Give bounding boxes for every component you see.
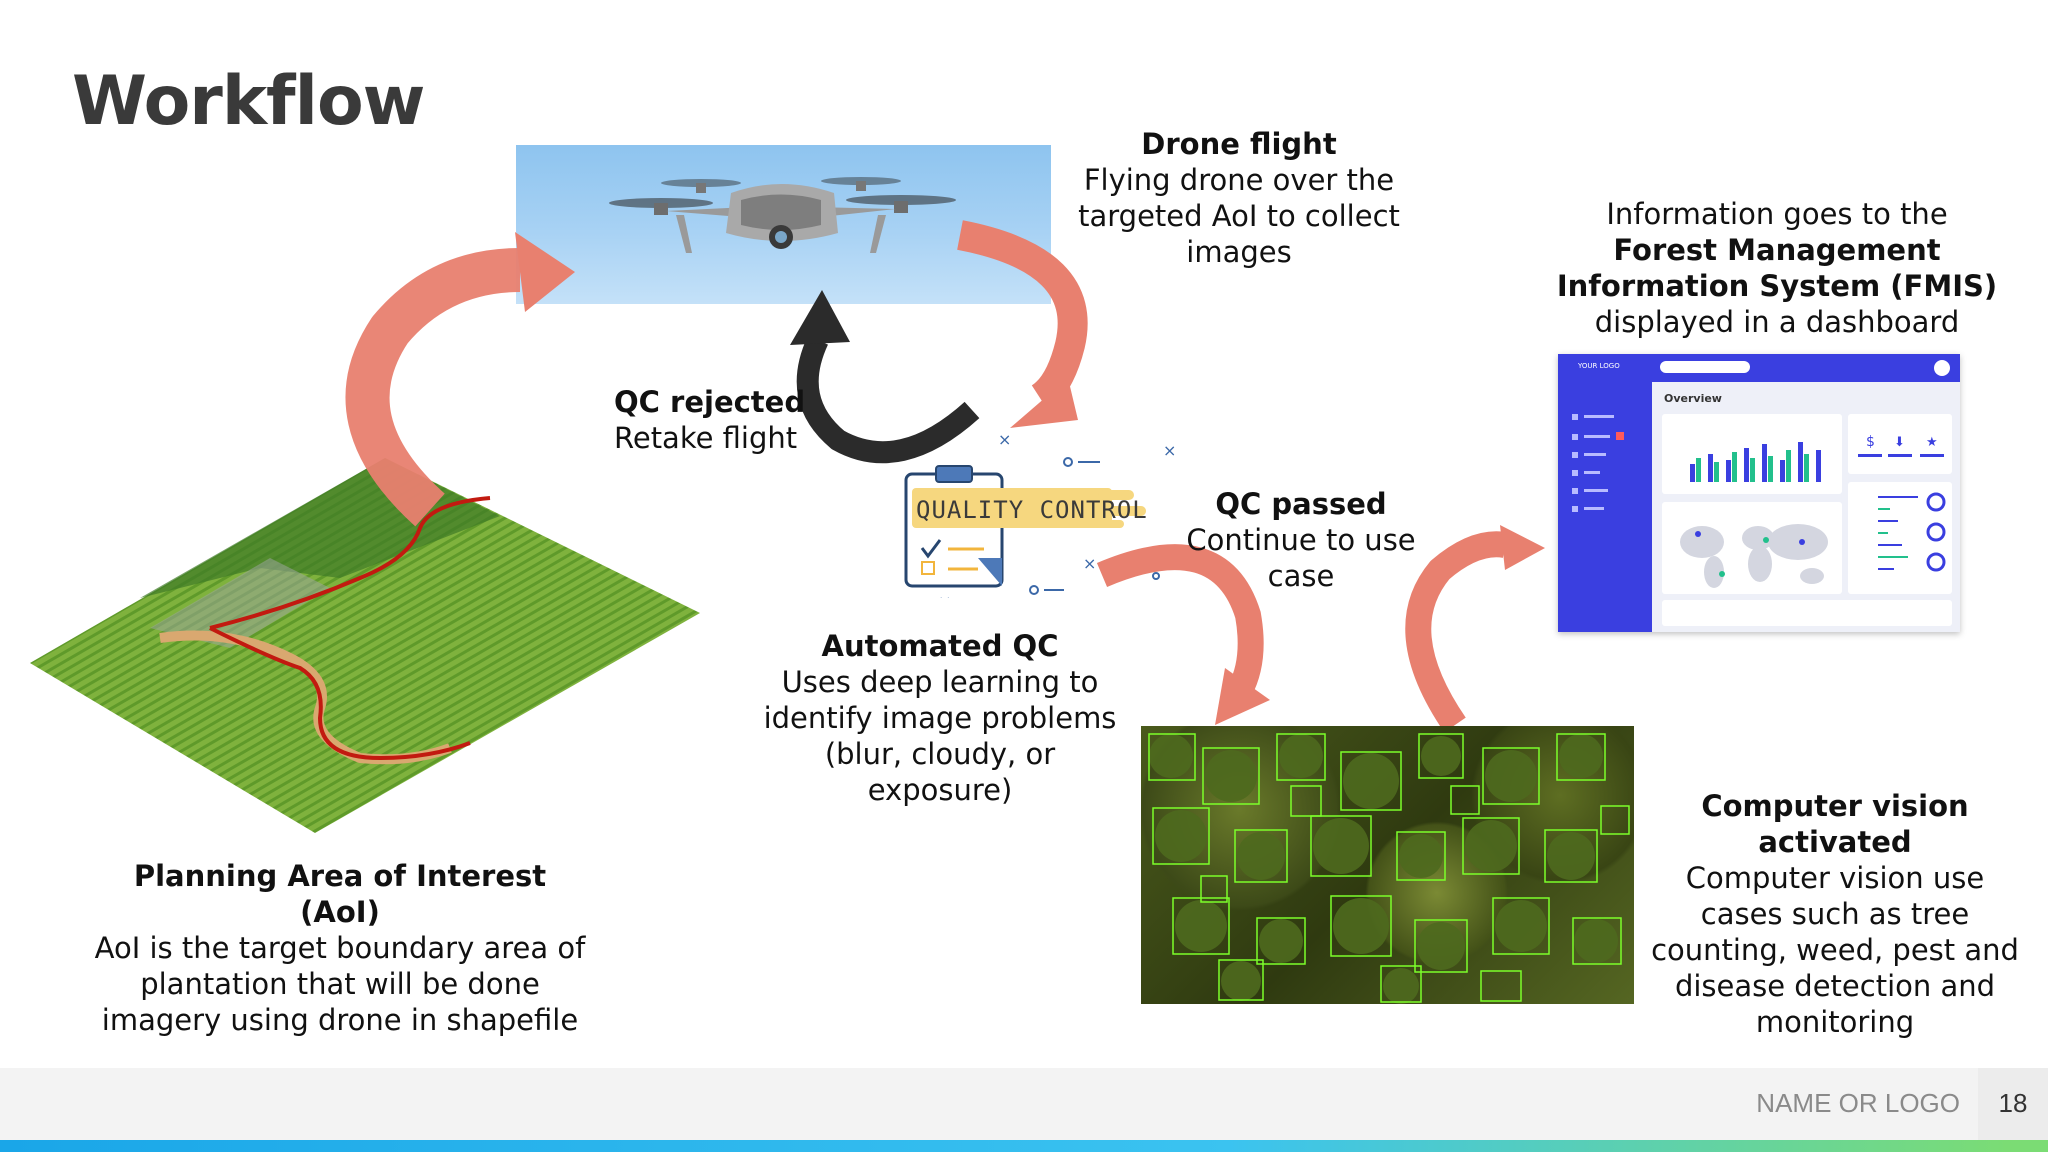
computer-vision-photo: [1141, 726, 1634, 1004]
dashboard-search: [1660, 361, 1750, 373]
qc-rejected-body: Retake flight: [614, 421, 798, 455]
dashboard-bar-chart: [1662, 414, 1842, 494]
arrow-aoi-to-drone: [345, 248, 521, 527]
fmis-text-post: displayed in a dashboard: [1594, 305, 1960, 339]
arrow-cv-to-dashboard-head: [1500, 525, 1545, 570]
dashboard-avatar: [1934, 360, 1950, 376]
footer-accent-line: [0, 1140, 2048, 1152]
planning-body: AoI is the target boundary area of plant…: [94, 931, 586, 1037]
arrow-drone-to-qc-head: [1010, 378, 1078, 428]
arrow-aoi-to-drone-head: [515, 232, 575, 312]
page-number-box: [1978, 1068, 2048, 1140]
dashboard-list-card: [1848, 482, 1952, 594]
planning-heading: Planning Area of Interest (AoI): [133, 859, 547, 929]
planning-caption: Planning Area of Interest (AoI) AoI is t…: [90, 858, 590, 1038]
svg-text:×: ×: [1163, 441, 1176, 460]
tree-detection-boxes: [1148, 733, 1630, 1004]
svg-text:$: $: [1866, 434, 1875, 450]
quality-control-label: QUALITY CONTROL: [916, 496, 1148, 524]
svg-text:×: ×: [1083, 554, 1096, 573]
slide-title: Workflow: [72, 62, 425, 141]
footer-bar: [0, 1068, 2048, 1140]
page-number: 18: [1998, 1088, 2028, 1118]
arrow-drone-to-qc: [957, 220, 1088, 411]
qc-passed-heading: QC passed: [1215, 487, 1387, 521]
computer-vision-caption: Computer vision activated Computer visio…: [1650, 788, 2020, 1040]
qc-passed-body: Continue to use case: [1186, 523, 1416, 593]
dashboard-logo: YOUR LOGO: [1578, 362, 1620, 370]
computer-vision-heading: Computer vision activated: [1701, 789, 1969, 859]
drone-flight-heading: Drone flight: [1141, 127, 1337, 161]
fmis-text-bold: Forest Management Information System (FM…: [1556, 233, 1998, 303]
svg-text:⬇: ⬇: [1894, 435, 1905, 450]
dashboard-map-card: [1662, 502, 1842, 594]
automated-qc-heading: Automated QC: [821, 629, 1059, 663]
svg-text:★: ★: [1926, 435, 1938, 450]
fmis-caption: Information goes to the Forest Managemen…: [1554, 196, 2000, 340]
arrow-qc-to-cv: [1096, 544, 1264, 697]
automated-qc-body: Uses deep learning to identify image pro…: [763, 665, 1117, 807]
svg-text:×: ×: [938, 592, 951, 598]
quality-control-icon: × × × × QUALITY CONTROL: [898, 428, 1198, 611]
fmis-text-pre: Information goes to the: [1606, 197, 1948, 231]
computer-vision-body: Computer vision use cases such as tree c…: [1651, 861, 2019, 1039]
dashboard-footer-card: [1662, 600, 1952, 626]
drone-flight-body: Flying drone over the targeted AoI to co…: [1078, 163, 1400, 269]
qc-passed-caption: QC passed Continue to use case: [1186, 486, 1416, 594]
fmis-dashboard: YOUR LOGO Overview: [1558, 354, 1960, 632]
drone-photo: [516, 145, 1051, 304]
arrow-qc-rejected: [796, 335, 980, 464]
svg-text:×: ×: [998, 430, 1011, 449]
dashboard-menu: [1572, 414, 1624, 512]
dashboard-stats-card: $ ⬇ ★: [1848, 414, 1952, 474]
automated-qc-caption: Automated QC Uses deep learning to ident…: [760, 628, 1120, 808]
footer-logo: NAME OR LOGO: [1756, 1088, 1960, 1118]
drone-flight-caption: Drone flight Flying drone over the targe…: [1074, 126, 1404, 270]
dashboard-title: Overview: [1664, 392, 1722, 405]
arrow-qc-to-cv-head: [1215, 668, 1270, 725]
qc-rejected-caption: QC rejected Retake flight: [614, 384, 834, 456]
arrow-cv-to-dashboard: [1405, 531, 1508, 733]
arrow-qc-rejected-head: [790, 290, 850, 345]
qc-rejected-heading: QC rejected: [614, 385, 806, 419]
drone-image: [609, 177, 956, 253]
